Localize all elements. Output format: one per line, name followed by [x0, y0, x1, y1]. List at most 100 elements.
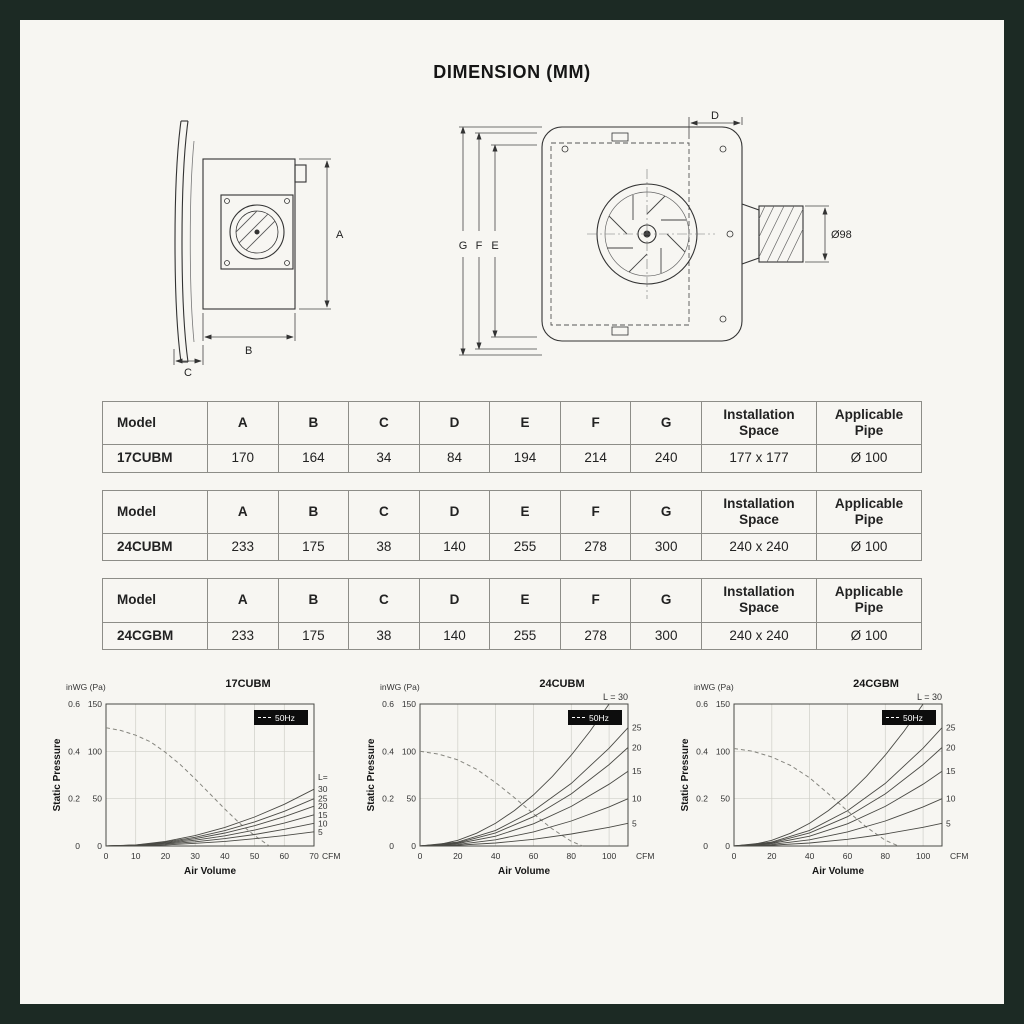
value-cell: 34 [348, 444, 420, 473]
svg-text:0: 0 [75, 841, 80, 851]
l-curve-label: 25 [632, 722, 642, 732]
value-cell: 175 [277, 532, 350, 562]
fan-performance-curve [733, 747, 899, 847]
svg-text:100: 100 [402, 746, 416, 756]
system-curve [419, 703, 610, 847]
system-curve [105, 814, 315, 847]
svg-text:30: 30 [190, 851, 200, 861]
column-header: Model [102, 578, 208, 623]
l-list-header: L= [318, 772, 328, 782]
dim-label-pipe-diameter: Ø98 [831, 229, 852, 241]
svg-text:10: 10 [131, 851, 141, 861]
value-cell: 233 [207, 621, 279, 650]
svg-text:150: 150 [402, 699, 416, 709]
column-header: G [630, 489, 702, 534]
column-header: A [207, 489, 279, 534]
column-header: Installation Space [701, 489, 817, 534]
l-curve-label: 15 [318, 809, 328, 819]
value-cell: 255 [489, 532, 561, 562]
system-curve [419, 770, 629, 847]
dim-label-c: C [184, 367, 192, 379]
svg-text:50: 50 [250, 851, 260, 861]
value-cell: Ø 100 [816, 444, 922, 473]
svg-text:20: 20 [453, 851, 463, 861]
column-header: Model [102, 489, 208, 534]
dim-label-a: A [336, 229, 344, 241]
svg-text:0.4: 0.4 [696, 746, 708, 756]
value-cell: 278 [559, 532, 632, 562]
value-cell: 300 [630, 621, 702, 650]
svg-text:100: 100 [716, 746, 730, 756]
dim-label-f: F [476, 240, 483, 252]
value-cell: Ø 100 [816, 621, 922, 650]
value-cell: 164 [277, 444, 350, 473]
svg-text:0.6: 0.6 [68, 699, 80, 709]
x-unit-label: CFM [950, 851, 968, 861]
value-cell: 194 [489, 444, 561, 473]
l-curve-label: 20 [318, 801, 328, 811]
value-cell: 240 x 240 [701, 621, 817, 650]
svg-text:60: 60 [280, 851, 290, 861]
x-axis-title: Air Volume [812, 866, 864, 877]
chart-title: 24CGBM [853, 678, 899, 690]
svg-text:60: 60 [529, 851, 539, 861]
svg-text:40: 40 [805, 851, 815, 861]
x-unit-label: CFM [636, 851, 654, 861]
column-header: Applicable Pipe [816, 400, 922, 446]
side-view-dimension-lines [173, 158, 331, 365]
l-curve-label: 10 [632, 793, 642, 803]
fan-performance-curve [419, 750, 583, 847]
svg-text:0: 0 [411, 841, 416, 851]
svg-text:0.4: 0.4 [382, 746, 394, 756]
svg-text:50: 50 [721, 793, 731, 803]
system-curve [733, 746, 943, 847]
l-curve-label: 10 [318, 818, 328, 828]
column-header: B [277, 400, 350, 446]
pipe-hatching [758, 205, 804, 263]
column-header: Applicable Pipe [816, 489, 922, 534]
value-cell: 177 x 177 [701, 444, 817, 473]
column-header: C [348, 489, 420, 534]
side-view-body [174, 120, 307, 363]
chart-title: 17CUBM [225, 678, 270, 690]
l-curve-label: 10 [946, 793, 956, 803]
svg-text:0.4: 0.4 [68, 746, 80, 756]
system-curve [419, 822, 629, 847]
svg-text:40: 40 [491, 851, 501, 861]
dim-label-b: B [245, 345, 252, 357]
value-cell: 38 [348, 532, 420, 562]
svg-text:0: 0 [725, 841, 730, 851]
svg-text:50: 50 [93, 793, 103, 803]
svg-text:60: 60 [843, 851, 853, 861]
svg-text:0.2: 0.2 [382, 793, 394, 803]
l-curve-label: 25 [318, 793, 328, 803]
svg-text:150: 150 [716, 699, 730, 709]
column-header: D [418, 400, 491, 446]
column-header: E [489, 578, 561, 623]
svg-text:150: 150 [88, 699, 102, 709]
value-cell: 170 [207, 444, 279, 473]
y-units-label: inWG (Pa) [694, 682, 734, 692]
svg-text:40: 40 [220, 851, 230, 861]
page-title: DIMENSION (MM) [433, 62, 591, 82]
top-view-body [541, 126, 804, 342]
svg-text:80: 80 [567, 851, 577, 861]
value-cell: 140 [418, 532, 491, 562]
svg-text:0.2: 0.2 [68, 793, 80, 803]
svg-text:0: 0 [703, 841, 708, 851]
l-curve-label: 15 [946, 766, 956, 776]
column-header: Installation Space [701, 400, 817, 446]
column-header: E [489, 400, 561, 446]
